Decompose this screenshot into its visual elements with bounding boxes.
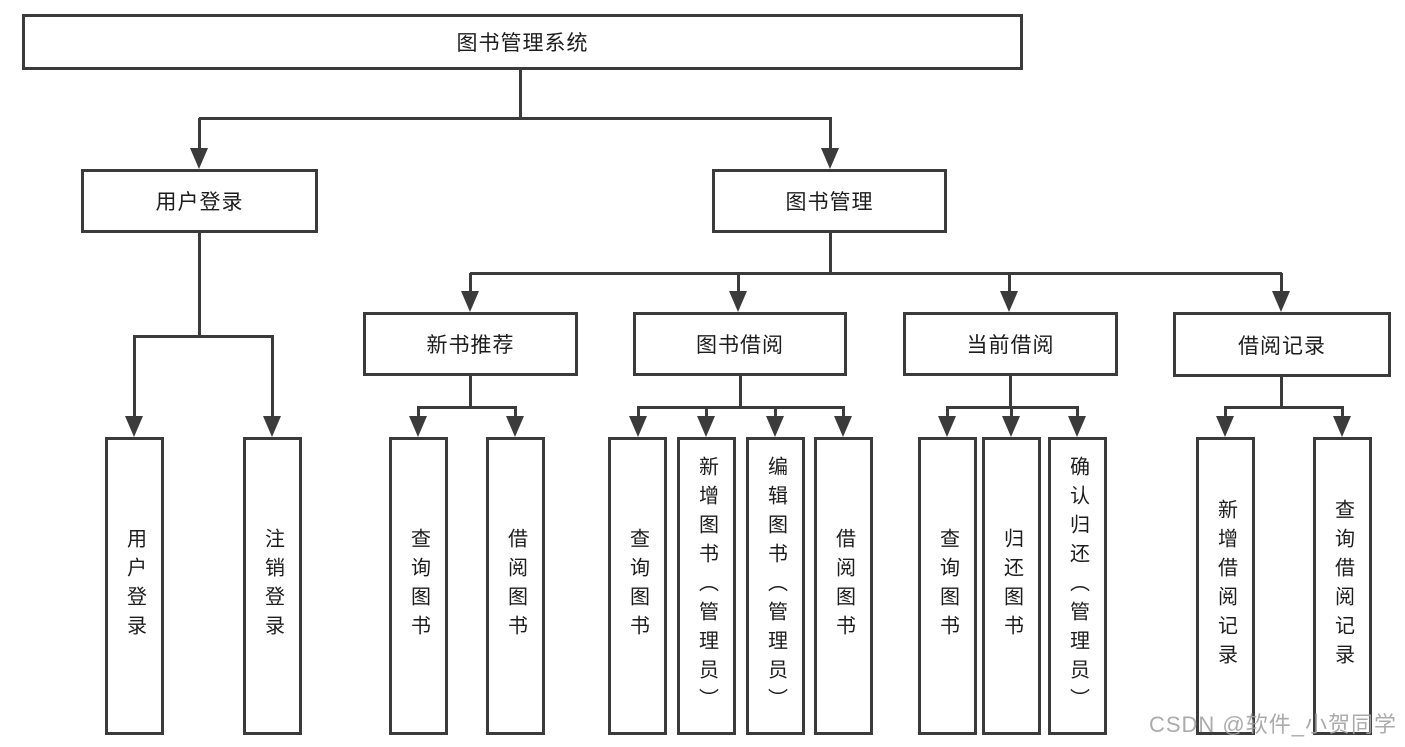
arrowhead-icon: [409, 416, 427, 437]
arrowhead-icon: [697, 416, 715, 437]
connector-line: [828, 118, 832, 150]
connector-line: [518, 70, 522, 119]
connector-line: [197, 118, 201, 150]
connector-line: [1075, 406, 1079, 418]
connector-line: [132, 335, 136, 418]
node-current-borrowing: 当前借阅: [903, 312, 1118, 376]
leaf-query-books-borrow: 查询图书: [608, 437, 667, 735]
leaf-add-books-admin: 新增图书（管理员）: [677, 437, 736, 735]
leaf-confirm-return-admin: 确认归还（管理员）: [1048, 437, 1107, 735]
connector-line: [946, 406, 1079, 409]
connector-line: [841, 406, 845, 418]
arrowhead-icon: [1216, 416, 1234, 437]
leaf-borrow-books: 借阅图书: [814, 437, 873, 735]
connector-line: [468, 376, 472, 408]
connector-line: [468, 273, 472, 294]
arrowhead-icon: [1000, 291, 1018, 312]
arrowhead-icon: [1272, 291, 1290, 312]
arrowhead-icon: [1333, 416, 1351, 437]
connector-line: [1008, 376, 1012, 408]
connector-line: [1007, 273, 1011, 294]
arrowhead-icon: [834, 416, 852, 437]
leaf-add-borrow-record: 新增借阅记录: [1196, 437, 1255, 735]
connector-line: [637, 406, 845, 409]
connector-line: [1279, 376, 1283, 408]
node-book-borrowing: 图书借阅: [633, 312, 847, 376]
connector-line: [1279, 273, 1283, 294]
arrowhead-icon: [461, 291, 479, 312]
arrowhead-icon: [766, 416, 784, 437]
arrowhead-icon: [1002, 416, 1020, 437]
node-library-management-system: 图书管理系统: [22, 14, 1023, 70]
connector-line: [1223, 406, 1227, 418]
arrowhead-icon: [125, 416, 143, 437]
connector-line: [470, 272, 1282, 275]
node-borrowing-records: 借阅记录: [1173, 312, 1391, 377]
connector-line: [199, 117, 832, 120]
leaf-user-login: 用户登录: [105, 437, 164, 735]
connector-line: [197, 233, 201, 337]
leaf-return-books: 归还图书: [982, 437, 1041, 735]
arrowhead-icon: [629, 416, 647, 437]
arrowhead-icon: [729, 291, 747, 312]
leaf-edit-books-admin: 编辑图书（管理员）: [746, 437, 805, 735]
leaf-borrow-books-recommend: 借阅图书: [486, 437, 545, 735]
connector-line: [704, 406, 708, 418]
connector-line: [828, 233, 832, 275]
leaf-logout-login: 注销登录: [243, 437, 302, 735]
csdn-watermark: CSDN @软件_小贺同学: [1148, 712, 1397, 737]
arrowhead-icon: [506, 416, 524, 437]
connector-line: [1009, 406, 1013, 418]
connector-line: [738, 376, 742, 408]
connector-line: [513, 406, 517, 418]
connector-line: [270, 335, 274, 418]
connector-line: [133, 335, 274, 338]
connector-line: [417, 406, 517, 409]
connector-line: [736, 273, 740, 294]
arrowhead-icon: [938, 416, 956, 437]
connector-line: [773, 406, 777, 418]
connector-line: [416, 406, 420, 418]
node-user-login: 用户登录: [81, 169, 318, 233]
arrowhead-icon: [190, 148, 208, 169]
node-new-book-recommend: 新书推荐: [363, 312, 578, 376]
connector-line: [1224, 406, 1344, 409]
arrowhead-icon: [1068, 416, 1086, 437]
arrowhead-icon: [821, 148, 839, 169]
arrowhead-icon: [263, 416, 281, 437]
node-book-management: 图书管理: [712, 169, 947, 233]
leaf-query-books-current: 查询图书: [918, 437, 977, 735]
leaf-query-books-recommend: 查询图书: [389, 437, 448, 735]
leaf-query-borrow-record: 查询借阅记录: [1313, 437, 1372, 735]
connector-line: [636, 406, 640, 418]
connector-line: [945, 406, 949, 418]
connector-line: [1340, 406, 1344, 418]
